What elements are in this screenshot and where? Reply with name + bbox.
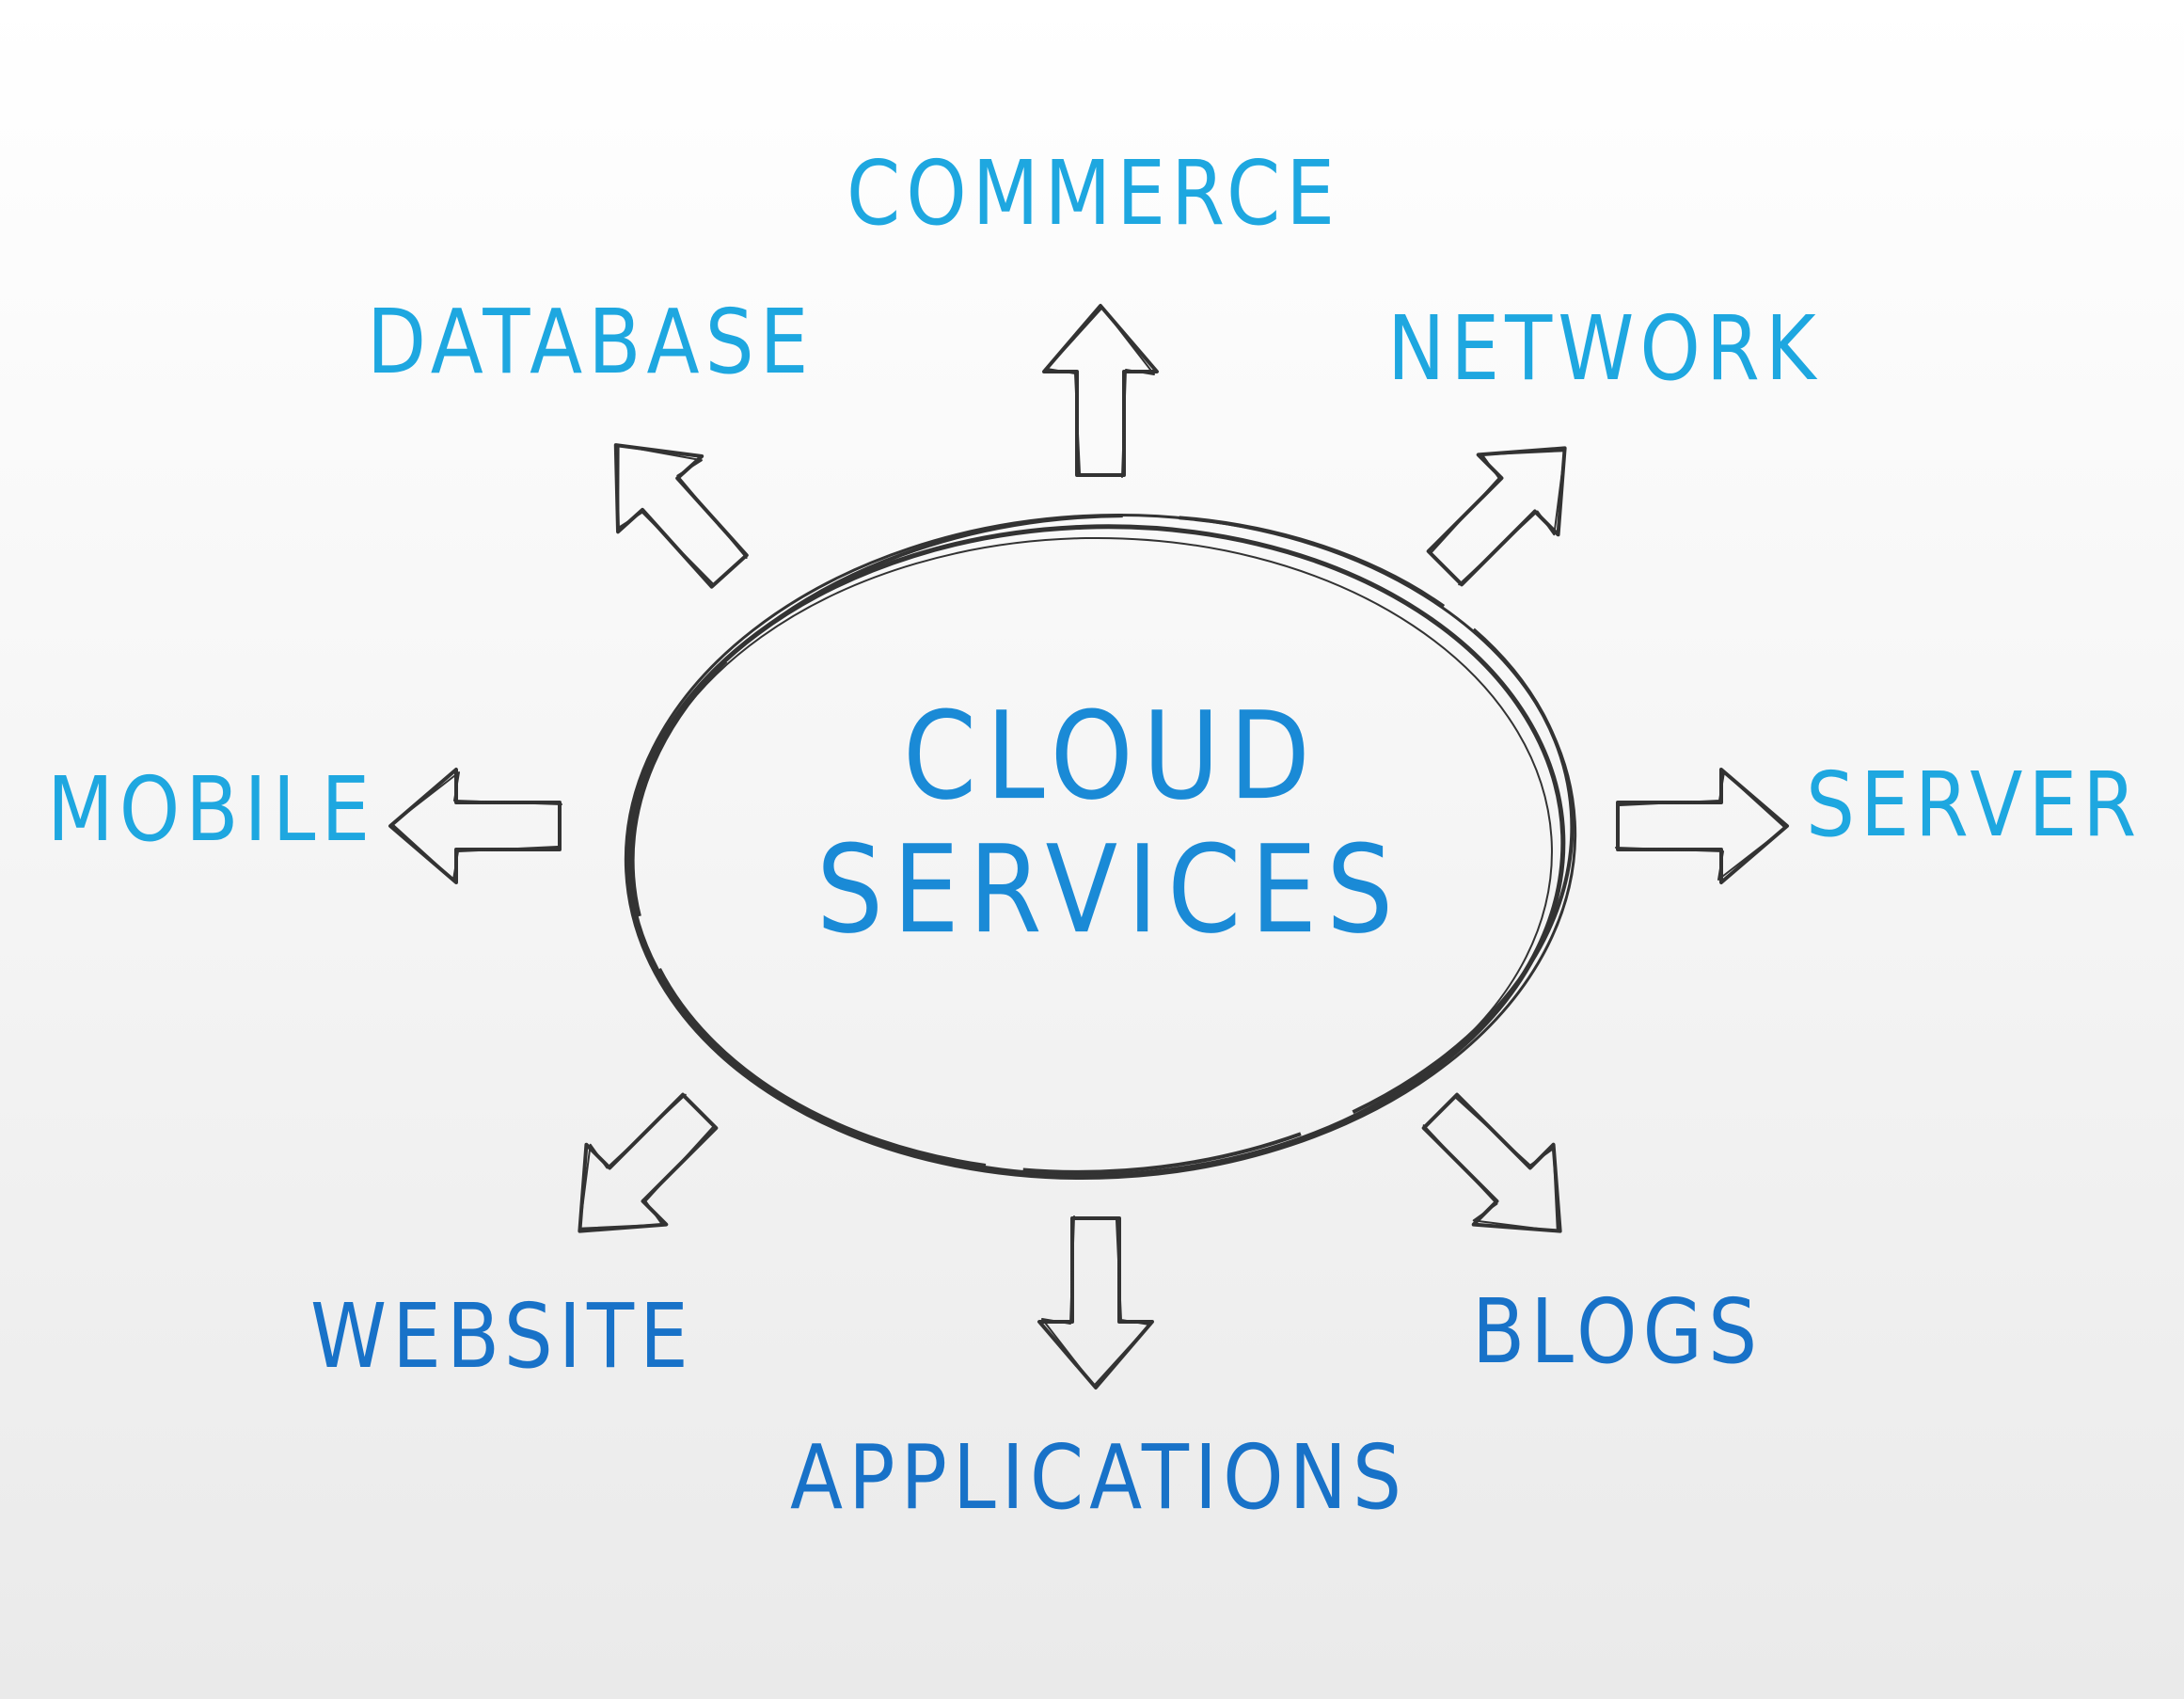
label-mobile: MOBILE (47, 758, 376, 863)
label-server: SERVER (1806, 754, 2143, 858)
label-commerce: COMMERCE (847, 142, 1341, 246)
label-blogs: BLOGS (1472, 1280, 1764, 1385)
center-ellipse (624, 513, 1577, 1181)
arrow-down-right-icon (1421, 1092, 1562, 1233)
arrow-right-icon (1615, 768, 1789, 884)
arrow-up-icon (1042, 304, 1159, 478)
arrow-down-left-icon (578, 1092, 719, 1233)
label-database: DATABASE (367, 291, 815, 395)
arrow-down-icon (1037, 1215, 1154, 1389)
label-website: WEBSITE (310, 1285, 694, 1389)
arrow-up-left-icon (613, 443, 749, 589)
center-title-line2: SERVICES (816, 819, 1403, 961)
center-title-line1: CLOUD (903, 686, 1320, 828)
label-applications: APPLICATIONS (790, 1426, 1408, 1531)
label-network: NETWORK (1387, 297, 1822, 402)
arrow-up-right-icon (1426, 446, 1567, 587)
arrow-left-icon (388, 768, 562, 884)
